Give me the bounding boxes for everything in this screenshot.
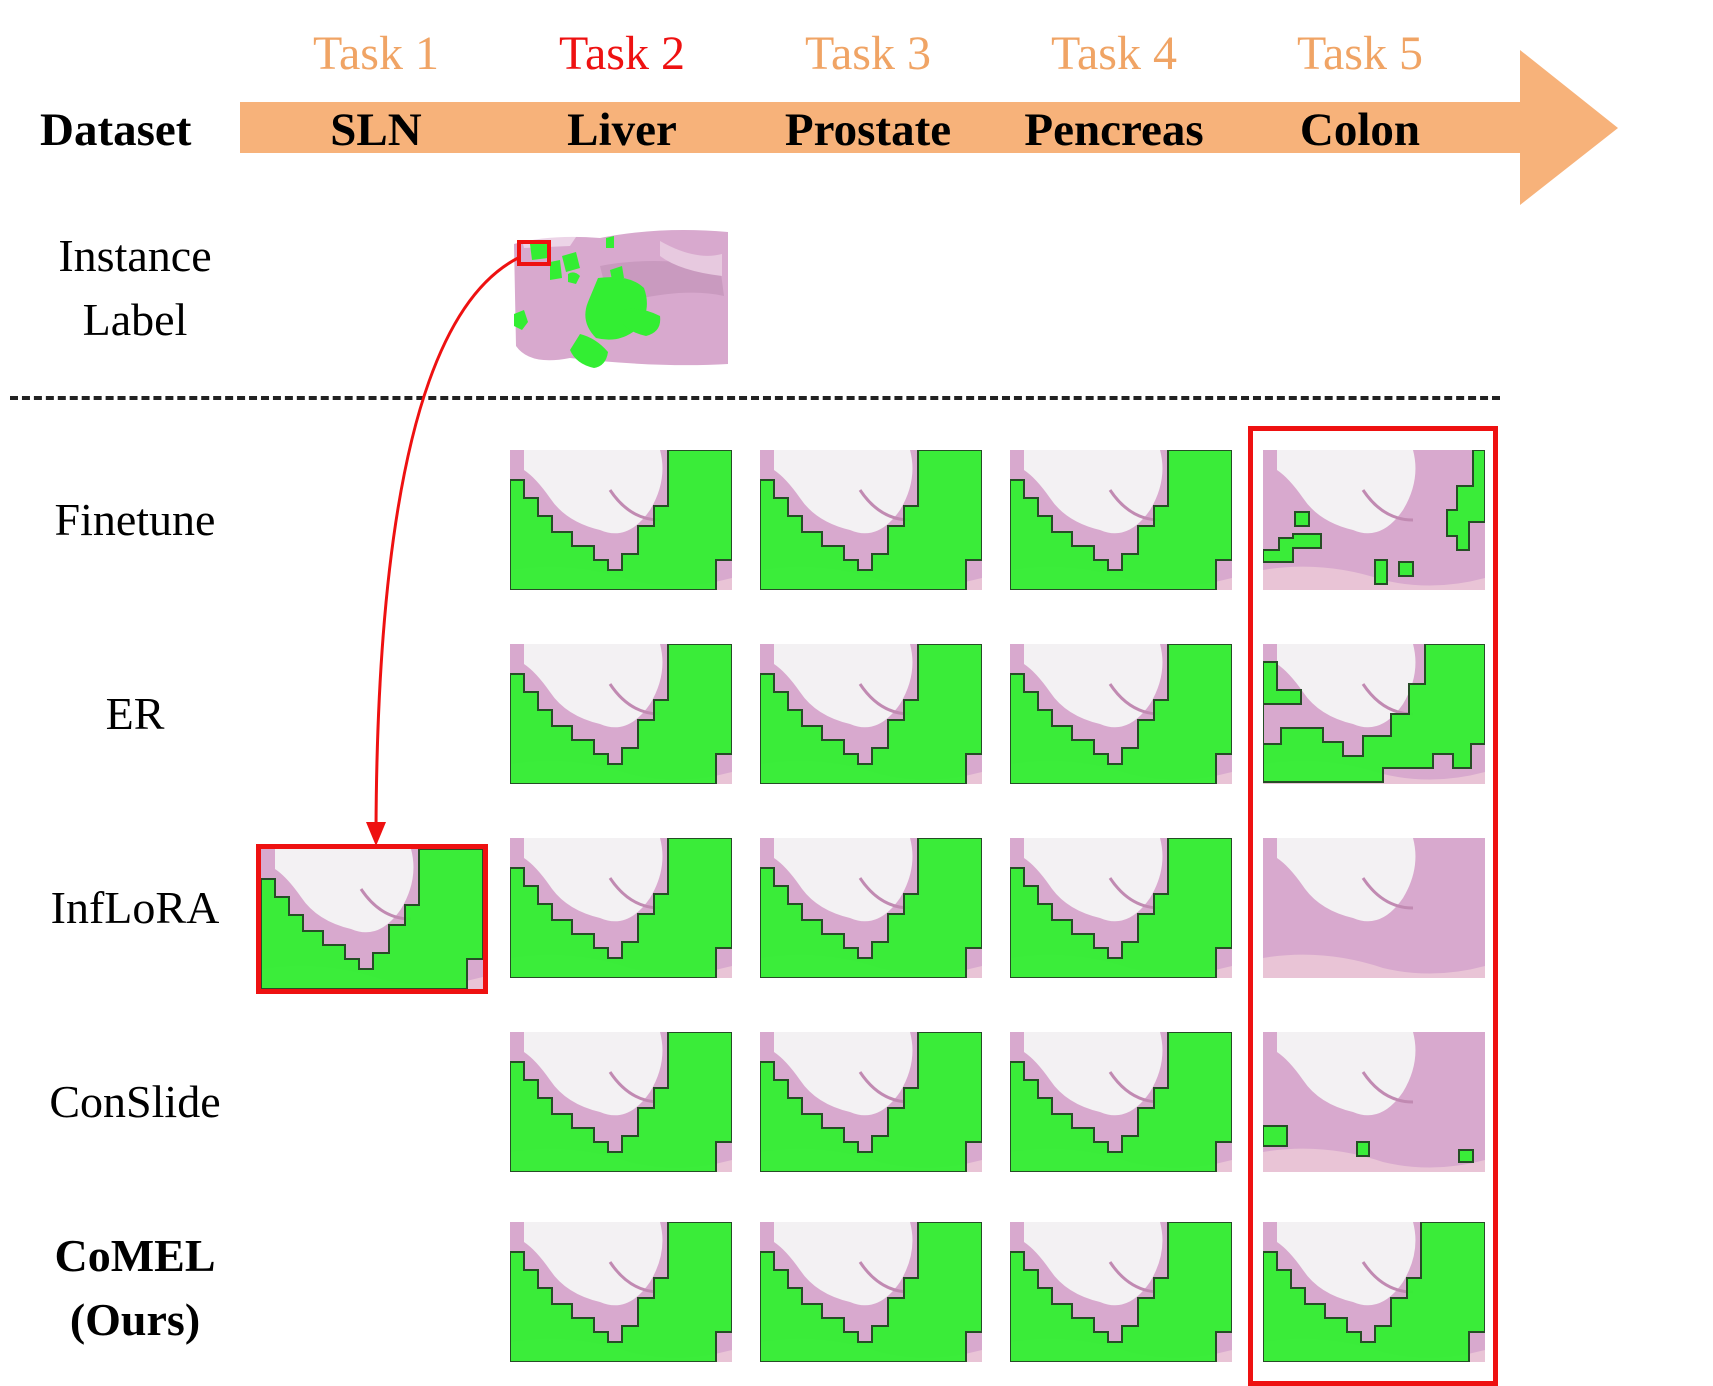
patch-inflora-task2 <box>510 838 732 978</box>
task-label-2: Task 2 <box>559 27 685 80</box>
instance-label-title: Instance Label <box>58 230 212 345</box>
patch-conslide-task3 <box>760 1032 982 1172</box>
method-label-line1: CoMEL <box>54 1230 216 1281</box>
patch-er-task5 <box>1263 644 1485 784</box>
sln-patch-frame <box>256 844 488 994</box>
method-label-finetune: Finetune <box>54 494 216 545</box>
sln-patch <box>261 849 483 989</box>
separator-line <box>10 396 1500 400</box>
method-label-er: ER <box>105 688 165 739</box>
method-label-line2: (Ours) <box>69 1294 201 1345</box>
patch-finetune-task3 <box>760 450 982 590</box>
task-sequence-arrow <box>240 50 1618 205</box>
dataset-name-3: Prostate <box>784 104 952 156</box>
patch-conslide-task2 <box>510 1032 732 1172</box>
patch-finetune-task4 <box>1010 450 1232 590</box>
instance-label-slide <box>510 226 730 368</box>
patch-conslide-task4 <box>1010 1032 1232 1172</box>
dataset-name-5: Colon <box>1299 104 1421 156</box>
method-label-comel: CoMEL (Ours) <box>0 1224 270 1352</box>
patch-comel-task4 <box>1010 1222 1232 1362</box>
patch-er-task4 <box>1010 644 1232 784</box>
patch-conslide-task5 <box>1263 1032 1485 1172</box>
patch-inflora-task4 <box>1010 838 1232 978</box>
task-label-5: Task 5 <box>1297 27 1423 80</box>
patch-finetune-task2 <box>510 450 732 590</box>
patch-er-task3 <box>760 644 982 784</box>
task-label-1: Task 1 <box>313 27 439 80</box>
instance-patch-marker <box>517 240 551 266</box>
dataset-name-2: Liver <box>567 104 677 156</box>
task-label-3: Task 3 <box>805 27 931 80</box>
dataset-label: Dataset <box>40 104 192 156</box>
patch-finetune-task5 <box>1263 450 1485 590</box>
patch-comel-task3 <box>760 1222 982 1362</box>
patch-comel-task5 <box>1263 1222 1485 1362</box>
patch-inflora-task5 <box>1263 838 1485 978</box>
patch-er-task2 <box>510 644 732 784</box>
dataset-name-4: Pencreas <box>1024 104 1204 156</box>
patch-comel-task2 <box>510 1222 732 1362</box>
patch-inflora-task3 <box>760 838 982 978</box>
task-label-4: Task 4 <box>1051 27 1177 80</box>
method-label-conslide: ConSlide <box>49 1076 221 1127</box>
method-label-inflora: InfLoRA <box>50 882 220 933</box>
dataset-name-1: SLN <box>330 104 422 156</box>
